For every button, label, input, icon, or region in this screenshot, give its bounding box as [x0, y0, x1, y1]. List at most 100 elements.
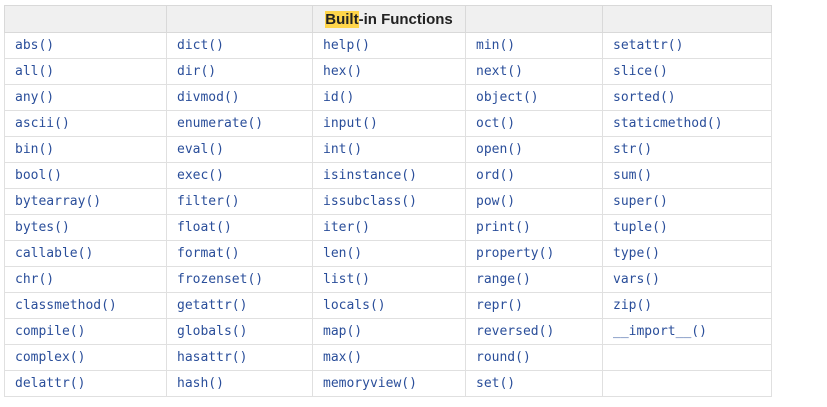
function-link[interactable]: __import__() — [613, 324, 707, 339]
function-link[interactable]: tuple() — [613, 220, 668, 235]
function-link[interactable]: max() — [323, 350, 363, 365]
header-empty-cell — [602, 5, 772, 33]
table-cell: round() — [465, 344, 603, 371]
table-cell: print() — [465, 214, 603, 241]
table-row: callable() format() len() property() type() — [4, 240, 772, 267]
builtin-functions-table: Built-in Functions abs() dict() help() min(… — [4, 5, 772, 397]
function-link[interactable]: bin() — [15, 142, 55, 157]
table-row: ascii() enumerate() input() oct() staticmeth… — [4, 110, 772, 137]
function-link[interactable]: memoryview() — [323, 376, 417, 391]
function-link[interactable]: help() — [323, 38, 370, 53]
table-cell: hasattr() — [166, 344, 313, 371]
table-cell: property() — [465, 240, 603, 267]
function-link[interactable]: print() — [476, 220, 531, 235]
function-link[interactable]: globals() — [177, 324, 248, 339]
function-link[interactable]: chr() — [15, 272, 55, 287]
function-link[interactable]: setattr() — [613, 38, 684, 53]
table-row: all() dir() hex() next() slice() — [4, 58, 772, 85]
table-cell: zip() — [602, 292, 772, 319]
function-link[interactable]: round() — [476, 350, 531, 365]
table-cell: vars() — [602, 266, 772, 293]
function-link[interactable]: dict() — [177, 38, 224, 53]
function-link[interactable]: delattr() — [15, 376, 86, 391]
function-link[interactable]: len() — [323, 246, 363, 261]
function-link[interactable]: ascii() — [15, 116, 70, 131]
function-link[interactable]: range() — [476, 272, 531, 287]
table-row: any() divmod() id() object() sorted() — [4, 84, 772, 111]
function-link[interactable]: callable() — [15, 246, 94, 261]
function-link[interactable]: bytes() — [15, 220, 70, 235]
function-link[interactable]: format() — [177, 246, 240, 261]
function-link[interactable]: any() — [15, 90, 55, 105]
function-link[interactable]: str() — [613, 142, 653, 157]
function-link[interactable]: sum() — [613, 168, 653, 183]
table-cell: dir() — [166, 58, 313, 85]
table-row: bytearray() filter() issubclass() pow() supe… — [4, 188, 772, 215]
function-link[interactable]: list() — [323, 272, 370, 287]
function-link[interactable]: hex() — [323, 64, 363, 79]
function-link[interactable]: divmod() — [177, 90, 240, 105]
function-link[interactable]: object() — [476, 90, 539, 105]
function-link[interactable]: super() — [613, 194, 668, 209]
function-link[interactable]: hash() — [177, 376, 224, 391]
table-cell: pow() — [465, 188, 603, 215]
function-link[interactable]: abs() — [15, 38, 55, 53]
function-link[interactable]: oct() — [476, 116, 516, 131]
function-link[interactable]: sorted() — [613, 90, 676, 105]
function-link[interactable]: map() — [323, 324, 363, 339]
table-cell: __import__() — [602, 318, 772, 345]
function-link[interactable]: issubclass() — [323, 194, 417, 209]
function-link[interactable]: locals() — [323, 298, 386, 313]
function-link[interactable]: staticmethod() — [613, 116, 723, 131]
function-link[interactable]: exec() — [177, 168, 224, 183]
table-cell: min() — [465, 32, 603, 59]
table-cell: globals() — [166, 318, 313, 345]
function-link[interactable]: iter() — [323, 220, 370, 235]
function-link[interactable]: hasattr() — [177, 350, 248, 365]
function-link[interactable]: next() — [476, 64, 523, 79]
title-highlight: Built — [325, 10, 359, 28]
table-cell: hex() — [312, 58, 466, 85]
function-link[interactable]: vars() — [613, 272, 660, 287]
table-cell: int() — [312, 136, 466, 163]
function-link[interactable]: repr() — [476, 298, 523, 313]
function-link[interactable]: type() — [613, 246, 660, 261]
function-link[interactable]: float() — [177, 220, 232, 235]
function-link[interactable]: dir() — [177, 64, 217, 79]
function-link[interactable]: open() — [476, 142, 523, 157]
function-link[interactable]: min() — [476, 38, 516, 53]
function-link[interactable]: filter() — [177, 194, 240, 209]
function-link[interactable]: int() — [323, 142, 363, 157]
function-link[interactable]: set() — [476, 376, 516, 391]
function-link[interactable]: all() — [15, 64, 55, 79]
builtin-functions-table-container: Built-in Functions abs() dict() help() min(… — [4, 5, 772, 397]
table-cell: ascii() — [4, 110, 167, 137]
function-link[interactable]: classmethod() — [15, 298, 117, 313]
function-link[interactable]: enumerate() — [177, 116, 264, 131]
function-link[interactable]: id() — [323, 90, 355, 105]
function-link[interactable]: eval() — [177, 142, 224, 157]
function-link[interactable]: reversed() — [476, 324, 555, 339]
function-link[interactable]: property() — [476, 246, 555, 261]
table-cell: exec() — [166, 162, 313, 189]
function-link[interactable]: slice() — [613, 64, 668, 79]
function-link[interactable]: input() — [323, 116, 378, 131]
table-title: Built-in Functions — [312, 5, 466, 33]
function-link[interactable]: bool() — [15, 168, 62, 183]
table-cell: bool() — [4, 162, 167, 189]
function-link[interactable]: ord() — [476, 168, 516, 183]
function-link[interactable]: isinstance() — [323, 168, 417, 183]
function-link[interactable]: pow() — [476, 194, 516, 209]
table-cell: divmod() — [166, 84, 313, 111]
table-cell: iter() — [312, 214, 466, 241]
function-link[interactable]: zip() — [613, 298, 653, 313]
function-link[interactable]: bytearray() — [15, 194, 102, 209]
table-cell: id() — [312, 84, 466, 111]
table-cell: tuple() — [602, 214, 772, 241]
table-cell: any() — [4, 84, 167, 111]
function-link[interactable]: getattr() — [177, 298, 248, 313]
table-cell: oct() — [465, 110, 603, 137]
function-link[interactable]: frozenset() — [177, 272, 264, 287]
function-link[interactable]: compile() — [15, 324, 86, 339]
function-link[interactable]: complex() — [15, 350, 86, 365]
